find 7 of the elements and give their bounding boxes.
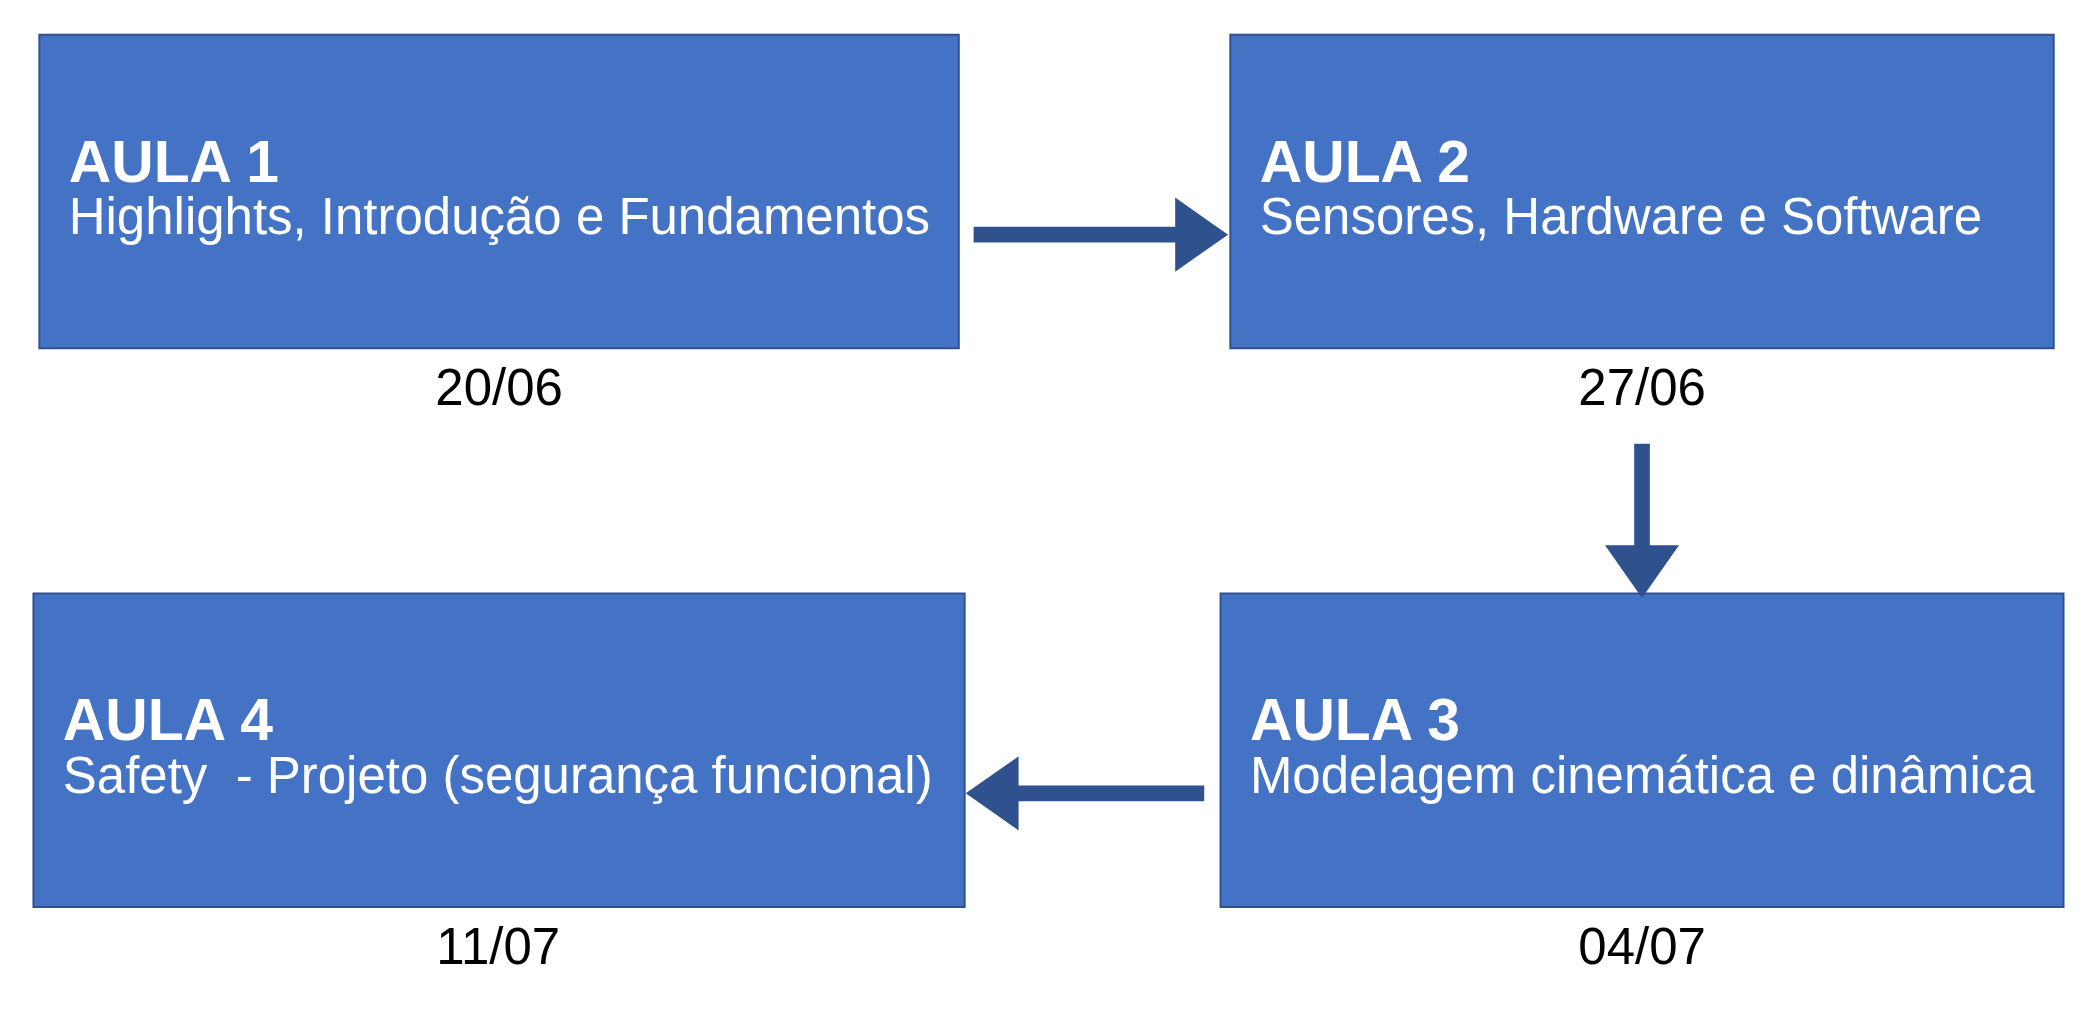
node-label: 27/06 [1578, 358, 1706, 416]
arrow [965, 755, 1205, 830]
arrow [973, 197, 1229, 272]
node-label: 11/07 [436, 917, 561, 975]
arrow [1605, 443, 1680, 598]
node-label: 04/07 [1578, 917, 1706, 975]
node-label: 20/06 [435, 358, 563, 416]
